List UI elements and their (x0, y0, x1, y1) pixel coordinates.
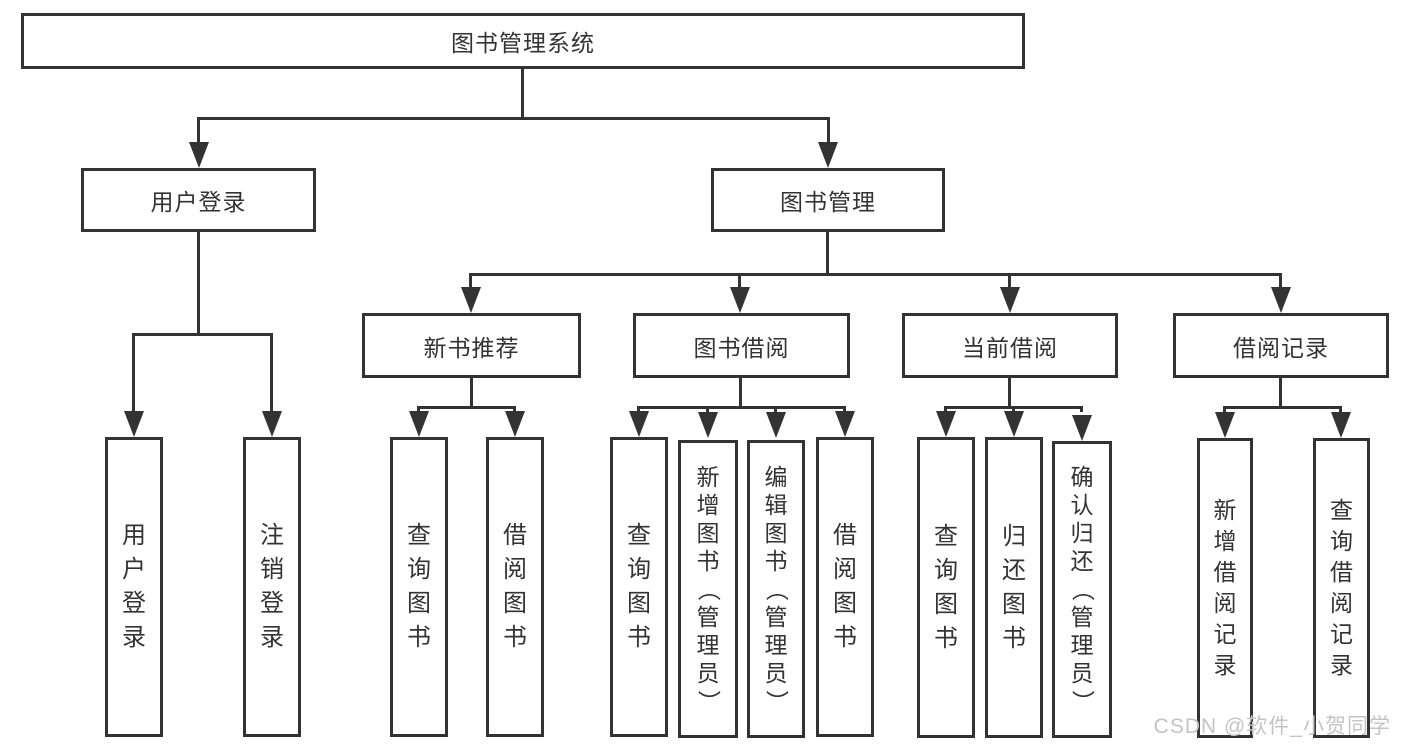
connector-line (738, 273, 741, 287)
arrowhead-down-icon (835, 411, 855, 437)
connector-line (197, 232, 200, 333)
leaf-query-book: 查询图书 (390, 437, 448, 737)
arrowhead-down-icon (818, 142, 838, 168)
connector-line (739, 378, 742, 406)
connector-line (521, 69, 524, 117)
node-borrow-record: 借阅记录 (1173, 313, 1389, 378)
connector-line (1279, 273, 1282, 287)
leaf-add-borrow-record: 新增借阅记录 (1197, 438, 1253, 738)
connector-line (1008, 378, 1011, 406)
arrowhead-down-icon (262, 411, 282, 437)
connector-line (132, 333, 135, 411)
connector-line (1012, 406, 1015, 412)
arrowhead-down-icon (1000, 287, 1020, 313)
connector-line (843, 406, 846, 412)
node-current-borrow: 当前借阅 (902, 313, 1118, 378)
node-new-book-recommend: 新书推荐 (362, 313, 581, 378)
connector-line (417, 406, 420, 411)
arrowhead-down-icon (1271, 287, 1291, 313)
connector-line (1339, 406, 1342, 412)
node-book-management: 图书管理 (711, 168, 945, 232)
connector-line (132, 333, 273, 336)
leaf-confirm-return-admin: 确认归还（管理员） (1052, 441, 1112, 738)
connector-line (637, 406, 640, 412)
connector-line (1279, 378, 1282, 406)
connector-line (513, 406, 516, 411)
leaf-return-book: 归还图书 (985, 437, 1043, 738)
connector-line (197, 117, 200, 142)
connector-line (827, 117, 830, 142)
csdn-watermark: CSDN @软件_小贺同学 (1153, 715, 1391, 738)
arrowhead-down-icon (189, 142, 209, 168)
arrowhead-down-icon (461, 287, 481, 313)
connector-line (270, 333, 273, 411)
leaf-query-borrow-record: 查询借阅记录 (1313, 438, 1370, 738)
arrowhead-down-icon (766, 412, 786, 438)
leaf-borrow-book: 借阅图书 (486, 437, 544, 737)
arrowhead-down-icon (698, 412, 718, 438)
connector-line (639, 406, 845, 409)
leaf-logout: 注销登录 (243, 437, 301, 737)
arrowhead-down-icon (629, 411, 649, 437)
connector-line (826, 232, 829, 273)
leaf-query-book: 查询图书 (917, 437, 975, 738)
connector-line (1223, 406, 1226, 412)
arrowhead-down-icon (1004, 411, 1024, 437)
leaf-edit-book-admin: 编辑图书（管理员） (747, 440, 805, 738)
arrowhead-down-icon (1072, 415, 1092, 441)
arrowhead-down-icon (936, 411, 956, 437)
arrowhead-down-icon (505, 411, 525, 437)
connector-line (470, 378, 473, 406)
connector-line (774, 406, 777, 412)
leaf-add-book-admin: 新增图书（管理员） (678, 440, 738, 738)
leaf-user-login: 用户登录 (105, 437, 163, 737)
node-user-login: 用户登录 (81, 168, 316, 232)
leaf-borrow-book: 借阅图书 (816, 437, 874, 737)
connector-line (469, 273, 472, 287)
connector-line (1080, 406, 1083, 412)
node-book-borrow: 图书借阅 (633, 313, 850, 378)
connector-line (470, 273, 1281, 276)
connector-line (1008, 273, 1011, 287)
connector-line (197, 117, 830, 120)
arrowhead-down-icon (409, 411, 429, 437)
connector-line (706, 406, 709, 412)
arrowhead-down-icon (1331, 412, 1351, 438)
leaf-query-book: 查询图书 (610, 437, 668, 737)
connector-line (419, 406, 515, 409)
arrowhead-down-icon (730, 287, 750, 313)
arrowhead-down-icon (124, 411, 144, 437)
connector-line (1223, 406, 1341, 409)
connector-line (944, 406, 947, 412)
arrowhead-down-icon (1215, 412, 1235, 438)
node-root: 图书管理系统 (21, 13, 1025, 69)
